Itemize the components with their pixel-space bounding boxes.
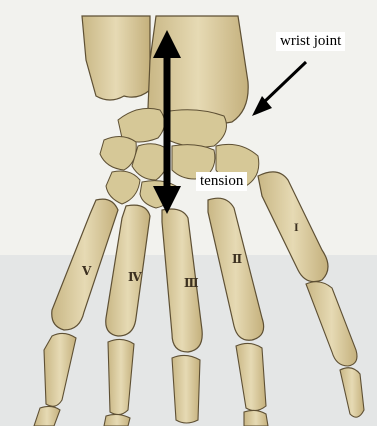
phalanx: [244, 410, 268, 426]
carpal-bone: [164, 110, 226, 147]
metacarpal-5-label: Ⅴ: [82, 264, 91, 279]
phalanx: [104, 414, 130, 426]
metacarpal-1-label: I: [294, 220, 299, 235]
metacarpal-3-label: Ⅲ: [184, 276, 199, 291]
wrist-joint-label: wrist joint: [276, 32, 345, 51]
tension-label: tension: [196, 172, 247, 191]
phalanx: [172, 355, 200, 423]
metacarpal-4-label: Ⅳ: [128, 270, 142, 285]
radius-bone: [148, 16, 248, 124]
metacarpal-2-label: Ⅱ: [232, 252, 242, 267]
